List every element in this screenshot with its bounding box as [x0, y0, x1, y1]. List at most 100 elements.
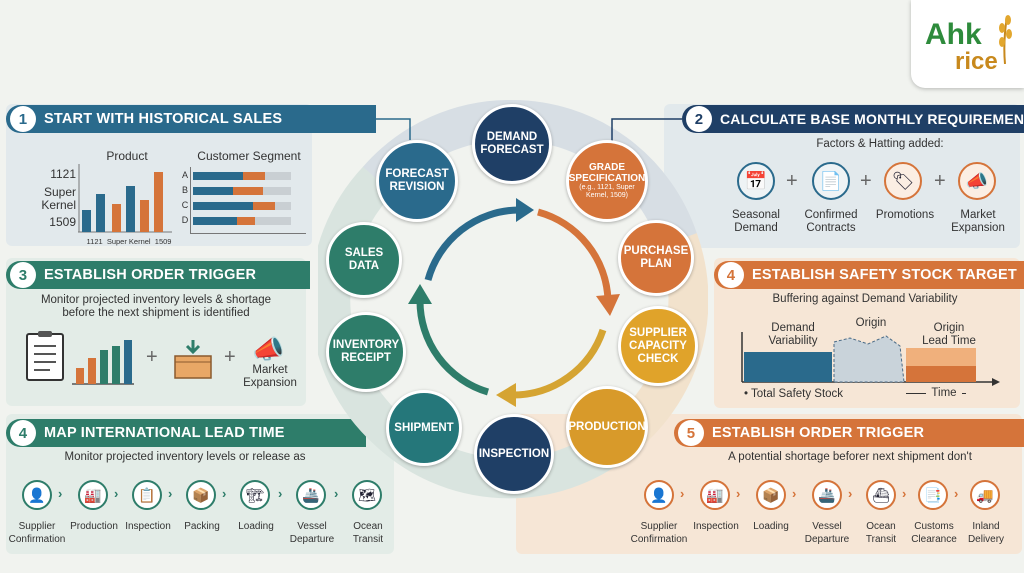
node-forecast-revision[interactable]: FORECAST REVISION — [376, 140, 458, 222]
plus-icon: + — [860, 170, 872, 192]
ocean-map-icon: 🗺 — [352, 480, 382, 510]
ship-icon: 🚢 — [812, 480, 842, 510]
logo-text-ahk: Ahk — [925, 18, 982, 51]
node-purchase-label: PURCHASE PLAN — [623, 245, 689, 270]
contract-icon: 📄 — [812, 162, 850, 200]
chevron-right-icon: › — [736, 486, 741, 501]
node-shipment[interactable]: SHIPMENT — [386, 390, 462, 466]
megaphone-icon: 📣 — [252, 334, 285, 364]
node-supplier-capacity[interactable]: SUPPLIER CAPACITY CHECK — [618, 306, 698, 386]
panel1-chart-title: Product — [106, 149, 148, 163]
panel5-title: ESTABLISH ORDER TRIGGER — [712, 425, 925, 441]
clipboard-icon: 📋 — [132, 480, 162, 510]
node-sales-label: SALES DATA — [344, 247, 384, 272]
seg-label-b: B — [181, 185, 188, 195]
panel1-header: 1 START WITH HISTORICAL SALES — [6, 105, 376, 133]
seg-label-a: A — [181, 170, 188, 180]
panel1-y-label-2: Super Kernel — [41, 185, 76, 212]
panel4b-step-5: Loading — [238, 521, 274, 532]
panel1-title: START WITH HISTORICAL SALES — [44, 111, 283, 127]
panel4a-total: • Total Safety Stock — [744, 388, 844, 400]
panel2-item-4: Market Expansion — [951, 209, 1005, 234]
panel4a-time: Time — [926, 387, 962, 400]
bar-5 — [140, 200, 149, 232]
node-inspection[interactable]: INSPECTION — [474, 414, 554, 494]
inventory-bar-icon — [72, 340, 134, 385]
panel5-number: 5 — [678, 420, 704, 446]
panel4b-step-4: Packing — [184, 521, 220, 532]
node-inventory-receipt[interactable]: INVENTORY RECEIPT — [326, 312, 406, 392]
segment-chart: A B C D — [182, 167, 306, 234]
node-grade-label: GRADE SPECIFICATION — [568, 162, 646, 184]
chevron-right-icon: › — [792, 486, 797, 501]
node-grade-specification[interactable]: GRADE SPECIFICATION (e.g., 1121, Super K… — [566, 140, 648, 222]
panel2-header: 2 CALCULATE BASE MONTHLY REQUIREMENT — [682, 105, 1024, 133]
panel1-x-labels: 1121 Super Kernel 1509 — [86, 237, 172, 246]
panel2-number: 2 — [686, 106, 712, 132]
bar-2 — [96, 194, 105, 232]
panel3-title: ESTABLISH ORDER TRIGGER — [44, 267, 257, 283]
logo-text-rice: rice — [955, 48, 998, 75]
panel2-subtitle: Factors & Hatting added: — [816, 138, 944, 150]
panel4b-desc: Monitor projected inventory levels or re… — [64, 451, 306, 463]
panel5-desc: A potential shortage beforer next shipme… — [728, 451, 972, 463]
panel2-item-1: Seasonal Demand — [732, 209, 780, 234]
panel3-market: Market Expansion — [243, 364, 297, 389]
panel3-desc: Monitor projected inventory levels & sho… — [40, 294, 272, 319]
logo: Ahk rice — [911, 0, 1024, 88]
panel5-step-6: Customs Clearance — [911, 521, 957, 545]
panel5-step-3: Loading — [753, 521, 789, 532]
panel5-step-7: Inland Delivery — [967, 521, 1005, 545]
factory-icon: 🏭 — [78, 480, 108, 510]
panel4b-step-7: Ocean Transit — [352, 521, 384, 545]
node-demand-forecast-label: DEMAND FORECAST — [480, 131, 544, 156]
bar-6 — [154, 172, 163, 232]
panel2-item-3: Promotions — [875, 209, 935, 221]
crane-icon: 🏗 — [240, 480, 270, 510]
panel4b-step-2: Production — [70, 521, 118, 532]
node-inspection-label: INSPECTION — [478, 447, 550, 460]
plus-icon: + — [934, 170, 946, 192]
panel4b-header: 4 MAP INTERNATIONAL LEAD TIME — [6, 419, 366, 447]
seg-label-c: C — [181, 200, 189, 210]
panel5-step-2: Inspection — [693, 521, 739, 532]
safety-stock-chart — [741, 332, 1000, 386]
panel4b-number: 4 — [10, 420, 36, 446]
chevron-right-icon: › — [168, 486, 173, 501]
clipboard-icon — [26, 331, 64, 381]
supplier-icon: 👤 — [22, 480, 52, 510]
chevron-right-icon: › — [114, 486, 119, 501]
tag-icon: 🏷 — [884, 162, 922, 200]
panel4a-demand: Demand Variability — [768, 322, 818, 347]
node-purchase-plan[interactable]: PURCHASE PLAN — [618, 220, 694, 296]
truck-icon: 🚚 — [970, 480, 1000, 510]
node-sales-data[interactable]: SALES DATA — [326, 222, 402, 298]
panel4a-subtitle: Buffering against Demand Variability — [772, 293, 958, 305]
panel1-number: 1 — [10, 106, 36, 132]
seg-label-d: D — [181, 215, 189, 225]
boat-icon: ⛴ — [866, 480, 896, 510]
chevron-right-icon: › — [58, 486, 63, 501]
rice-stalk-icon — [997, 12, 1013, 65]
node-grade-sub: (e.g., 1121, Super Kernel, 1509) — [579, 184, 635, 199]
product-bar-chart — [78, 164, 172, 233]
panel4a-origin-lead: Origin Lead Time — [922, 322, 976, 347]
chevron-right-icon: › — [848, 486, 853, 501]
node-demand-forecast[interactable]: DEMAND FORECAST — [472, 104, 552, 184]
panel5-header: 5 ESTABLISH ORDER TRIGGER — [674, 419, 1024, 447]
panel1-y-label-3: 1509 — [49, 215, 76, 229]
panel4b-title: MAP INTERNATIONAL LEAD TIME — [44, 425, 285, 441]
node-production[interactable]: PRODUCTION — [566, 386, 648, 468]
panel5-step-5: Ocean Transit — [865, 521, 897, 545]
bar-1 — [82, 210, 91, 232]
supplier-icon: 👤 — [644, 480, 674, 510]
box-icon — [172, 340, 214, 380]
bar-4 — [126, 186, 135, 232]
ship-icon: 🚢 — [296, 480, 326, 510]
panel4a-origin: Origin — [855, 317, 887, 329]
chevron-right-icon: › — [954, 486, 959, 501]
chevron-right-icon: › — [222, 486, 227, 501]
panel4a-header: 4 ESTABLISH SAFETY STOCK TARGET — [714, 261, 1024, 289]
calendar-icon: 📅 — [737, 162, 775, 200]
